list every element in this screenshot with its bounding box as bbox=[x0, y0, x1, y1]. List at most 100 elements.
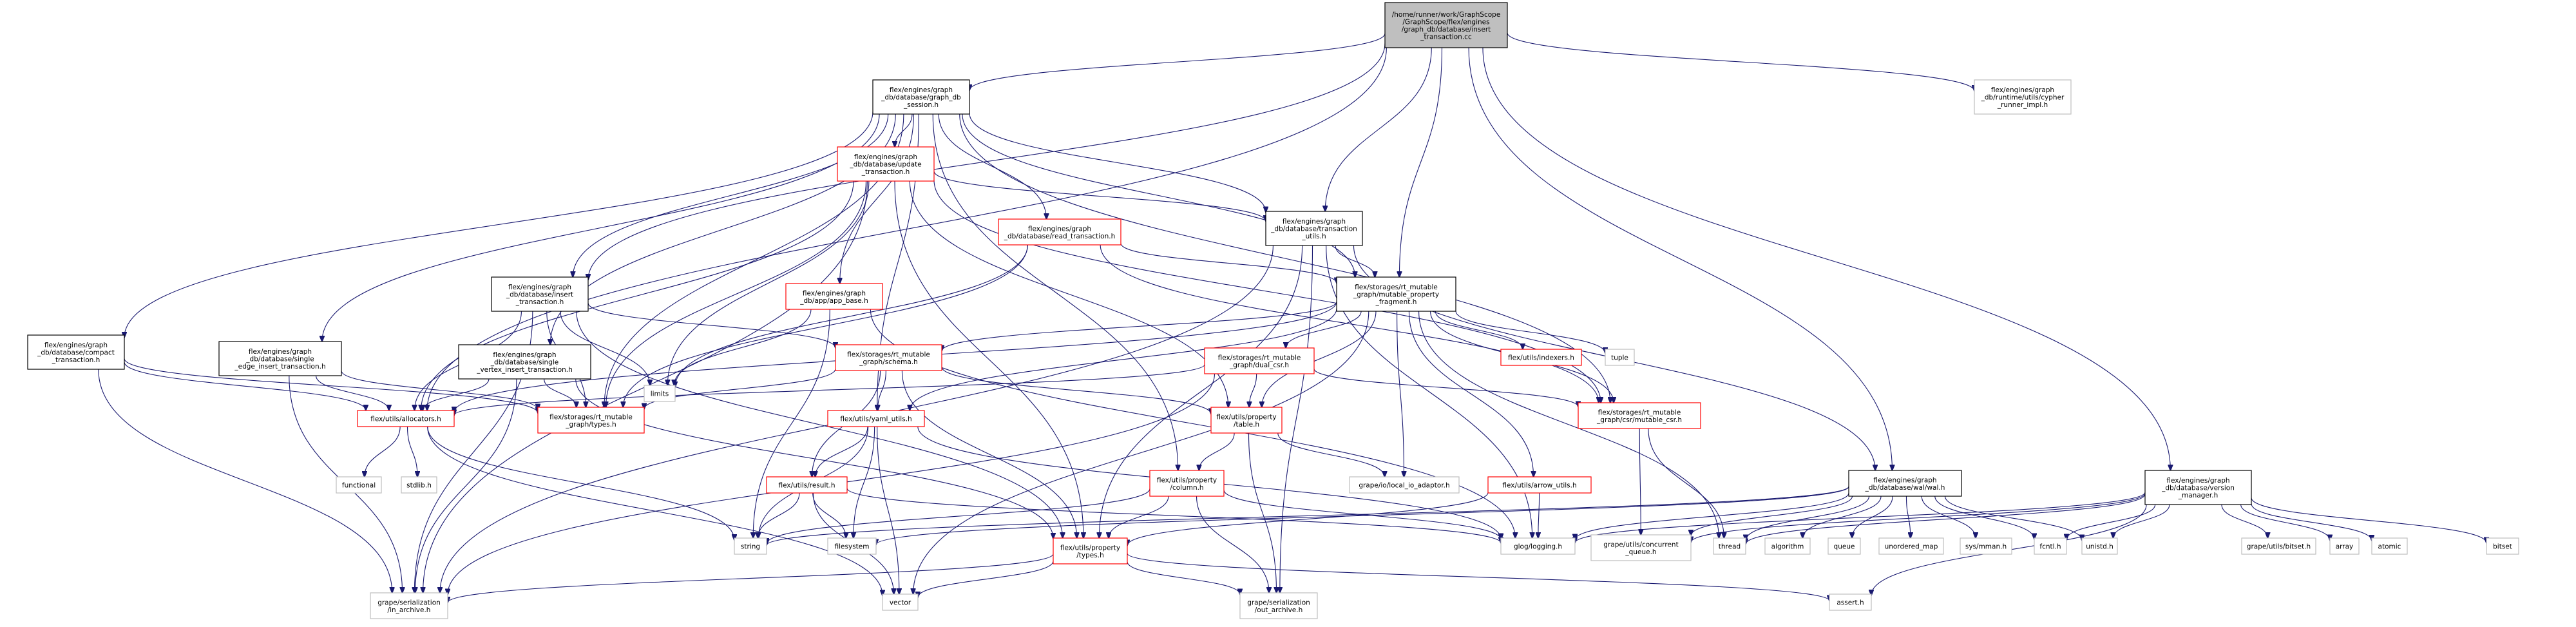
node-in_archive[interactable]: grape/serialization/in_archive.h bbox=[370, 592, 448, 619]
node-wal[interactable]: flex/engines/graph_db/database/wal/wal.h bbox=[1848, 470, 1962, 497]
node-tuple[interactable]: tuple bbox=[1605, 349, 1635, 366]
node-unordered_map[interactable]: unordered_map bbox=[1878, 537, 1944, 555]
node-label-line: flex/engines/graph bbox=[1991, 86, 2054, 94]
node-root[interactable]: /home/runner/work/GraphScope/GraphScope/… bbox=[1384, 2, 1508, 48]
edge-wal-to-string bbox=[767, 486, 1849, 545]
node-label-line: vector bbox=[890, 599, 911, 607]
node-box bbox=[2371, 537, 2408, 555]
node-property_types[interactable]: flex/utils/property/types.h bbox=[1053, 537, 1128, 564]
node-assert[interactable]: assert.h bbox=[1829, 593, 1872, 611]
edge-result-to-glog bbox=[846, 488, 1501, 543]
node-label-line: /home/runner/work/GraphScope bbox=[1392, 11, 1501, 19]
node-single_edge_insert[interactable]: flex/engines/graph_db/database/single_ed… bbox=[218, 341, 342, 376]
node-layer: /home/runner/work/GraphScope/GraphScope/… bbox=[27, 2, 2519, 619]
node-box bbox=[1605, 349, 1635, 366]
node-filesystem[interactable]: filesystem bbox=[827, 537, 877, 555]
node-insert_transaction[interactable]: flex/engines/graph_db/database/insert_tr… bbox=[491, 276, 589, 312]
edge-version_manager-to-concurrent_queue bbox=[1691, 493, 2146, 542]
node-sys_mman[interactable]: sys/mman.h bbox=[1960, 537, 2012, 555]
node-label-line: grape/serialization bbox=[377, 599, 441, 606]
node-glog[interactable]: glog/logging.h bbox=[1500, 537, 1576, 555]
node-allocators[interactable]: flex/utils/allocators.h bbox=[357, 410, 455, 427]
edge-graph_db_session-to-transaction_utils bbox=[969, 113, 1266, 213]
node-grape_bitset[interactable]: grape/utils/bitset.h bbox=[2241, 537, 2316, 555]
node-box bbox=[998, 218, 1121, 246]
node-transaction_utils[interactable]: flex/engines/graph_db/database/transacti… bbox=[1265, 211, 1363, 246]
node-read_transaction[interactable]: flex/engines/graph_db/database/read_tran… bbox=[998, 218, 1121, 246]
node-property_column[interactable]: flex/utils/property/column.h bbox=[1149, 470, 1225, 497]
node-dual_csr[interactable]: flex/storages/rt_mutable_graph/dual_csr.… bbox=[1204, 347, 1315, 374]
node-label-line: thread bbox=[1719, 543, 1741, 551]
node-app_base[interactable]: flex/engines/graph_db/app/app_base.h bbox=[785, 283, 883, 310]
node-functional[interactable]: functional bbox=[336, 476, 382, 494]
node-local_io_adaptor[interactable]: grape/io/local_io_adaptor.h bbox=[1349, 476, 1460, 494]
node-box bbox=[401, 476, 437, 494]
node-bitset[interactable]: bitset bbox=[2486, 537, 2519, 555]
node-string[interactable]: string bbox=[734, 537, 767, 555]
edge-graph_db_session-to-mutable_property_fragment bbox=[962, 113, 1355, 277]
node-version_manager[interactable]: flex/engines/graph_db/database/version_m… bbox=[2144, 470, 2252, 505]
node-mutable_csr[interactable]: flex/storages/rt_mutable_graph/csr/mutab… bbox=[1578, 402, 1701, 429]
node-label-line: bitset bbox=[2493, 543, 2512, 551]
node-result[interactable]: flex/utils/result.h bbox=[766, 476, 848, 494]
node-label-line: grape/serialization bbox=[1247, 599, 1310, 606]
node-cypher_runner[interactable]: flex/engines/graph_db/runtime/utils/cyph… bbox=[1974, 79, 2072, 115]
node-array[interactable]: array bbox=[2329, 537, 2360, 555]
node-label-line: flex/engines/graph bbox=[1283, 218, 1346, 226]
node-label-line: limits bbox=[651, 391, 669, 398]
node-vector[interactable]: vector bbox=[882, 593, 919, 611]
node-label-line: _graph/dual_csr.h bbox=[1229, 362, 1289, 369]
node-label-line: /types.h bbox=[1076, 552, 1103, 559]
node-compact_transaction[interactable]: flex/engines/graph_db/database/compact_t… bbox=[27, 334, 125, 370]
edge-update_transaction-to-property_types bbox=[894, 180, 1083, 538]
node-graph_db_session[interactable]: flex/engines/graph_db/database/graph_db_… bbox=[872, 79, 970, 115]
node-label-line: flex/engines/graph bbox=[249, 348, 312, 356]
edge-wal-to-glog bbox=[1575, 492, 1849, 540]
node-queue[interactable]: queue bbox=[1827, 537, 1861, 555]
edge-property_table-to-out_archive bbox=[1248, 432, 1276, 593]
node-label-line: flex/storages/rt_mutable bbox=[1355, 284, 1438, 291]
node-label-line: _db/database/update bbox=[849, 161, 921, 169]
node-mutable_property_fragment[interactable]: flex/storages/rt_mutable_graph/mutable_p… bbox=[1336, 276, 1456, 312]
edge-version_manager-to-array bbox=[2240, 504, 2330, 540]
node-label-line: flex/engines/graph bbox=[44, 342, 108, 349]
node-yaml_utils[interactable]: flex/utils/yaml_utils.h bbox=[827, 410, 925, 427]
edge-graph_db_session-to-update_transaction bbox=[895, 113, 913, 147]
node-unistd[interactable]: unistd.h bbox=[2081, 537, 2118, 555]
edge-version_manager-to-unistd bbox=[2113, 504, 2170, 538]
node-box bbox=[1590, 534, 1692, 561]
edge-compact_transaction-to-rt_types bbox=[124, 358, 538, 413]
node-label-line: /GraphScope/flex/engines bbox=[1402, 18, 1489, 26]
edge-wal-to-algorithm bbox=[1802, 496, 1882, 538]
node-label-line: stdlib.h bbox=[406, 482, 432, 490]
node-atomic[interactable]: atomic bbox=[2371, 537, 2408, 555]
node-thread[interactable]: thread bbox=[1713, 537, 1746, 555]
node-label-line: flex/storages/rt_mutable bbox=[549, 413, 633, 421]
node-box bbox=[827, 537, 877, 555]
node-arrow_utils[interactable]: flex/utils/arrow_utils.h bbox=[1487, 476, 1592, 494]
node-out_archive[interactable]: grape/serialization/out_archive.h bbox=[1239, 592, 1318, 619]
node-indexers[interactable]: flex/utils/indexers.h bbox=[1500, 349, 1582, 366]
node-fcntl[interactable]: fcntl.h bbox=[2034, 537, 2067, 555]
node-label-line: _db/runtime/utils/cypher bbox=[1981, 94, 2065, 102]
node-box bbox=[766, 476, 848, 494]
node-property_table[interactable]: flex/utils/property/table.h bbox=[1210, 407, 1283, 434]
edge-version_manager-to-fcntl bbox=[2066, 504, 2156, 540]
node-update_transaction[interactable]: flex/engines/graph_db/database/update_tr… bbox=[837, 146, 935, 182]
node-box bbox=[336, 476, 382, 494]
node-algorithm[interactable]: algorithm bbox=[1764, 537, 1811, 555]
node-schema[interactable]: flex/storages/rt_mutable_graph/schema.h bbox=[835, 344, 942, 371]
node-stdlib[interactable]: stdlib.h bbox=[401, 476, 437, 494]
node-box bbox=[458, 344, 591, 380]
node-limits[interactable]: limits bbox=[644, 385, 676, 402]
edge-property_types-to-assert bbox=[1127, 553, 1829, 601]
node-box bbox=[1500, 349, 1582, 366]
node-rt_types[interactable]: flex/storages/rt_mutable_graph/types.h bbox=[537, 407, 645, 434]
node-single_vertex_insert[interactable]: flex/engines/graph_db/database/single_ve… bbox=[458, 344, 591, 380]
node-concurrent_queue[interactable]: grape/utils/concurrent_queue.h bbox=[1590, 534, 1692, 561]
node-box bbox=[2144, 470, 2252, 505]
node-label-line: /column.h bbox=[1170, 484, 1203, 492]
node-box bbox=[734, 537, 767, 555]
node-box bbox=[1974, 79, 2072, 115]
node-label-line: _db/database/read_transaction.h bbox=[1004, 233, 1116, 240]
